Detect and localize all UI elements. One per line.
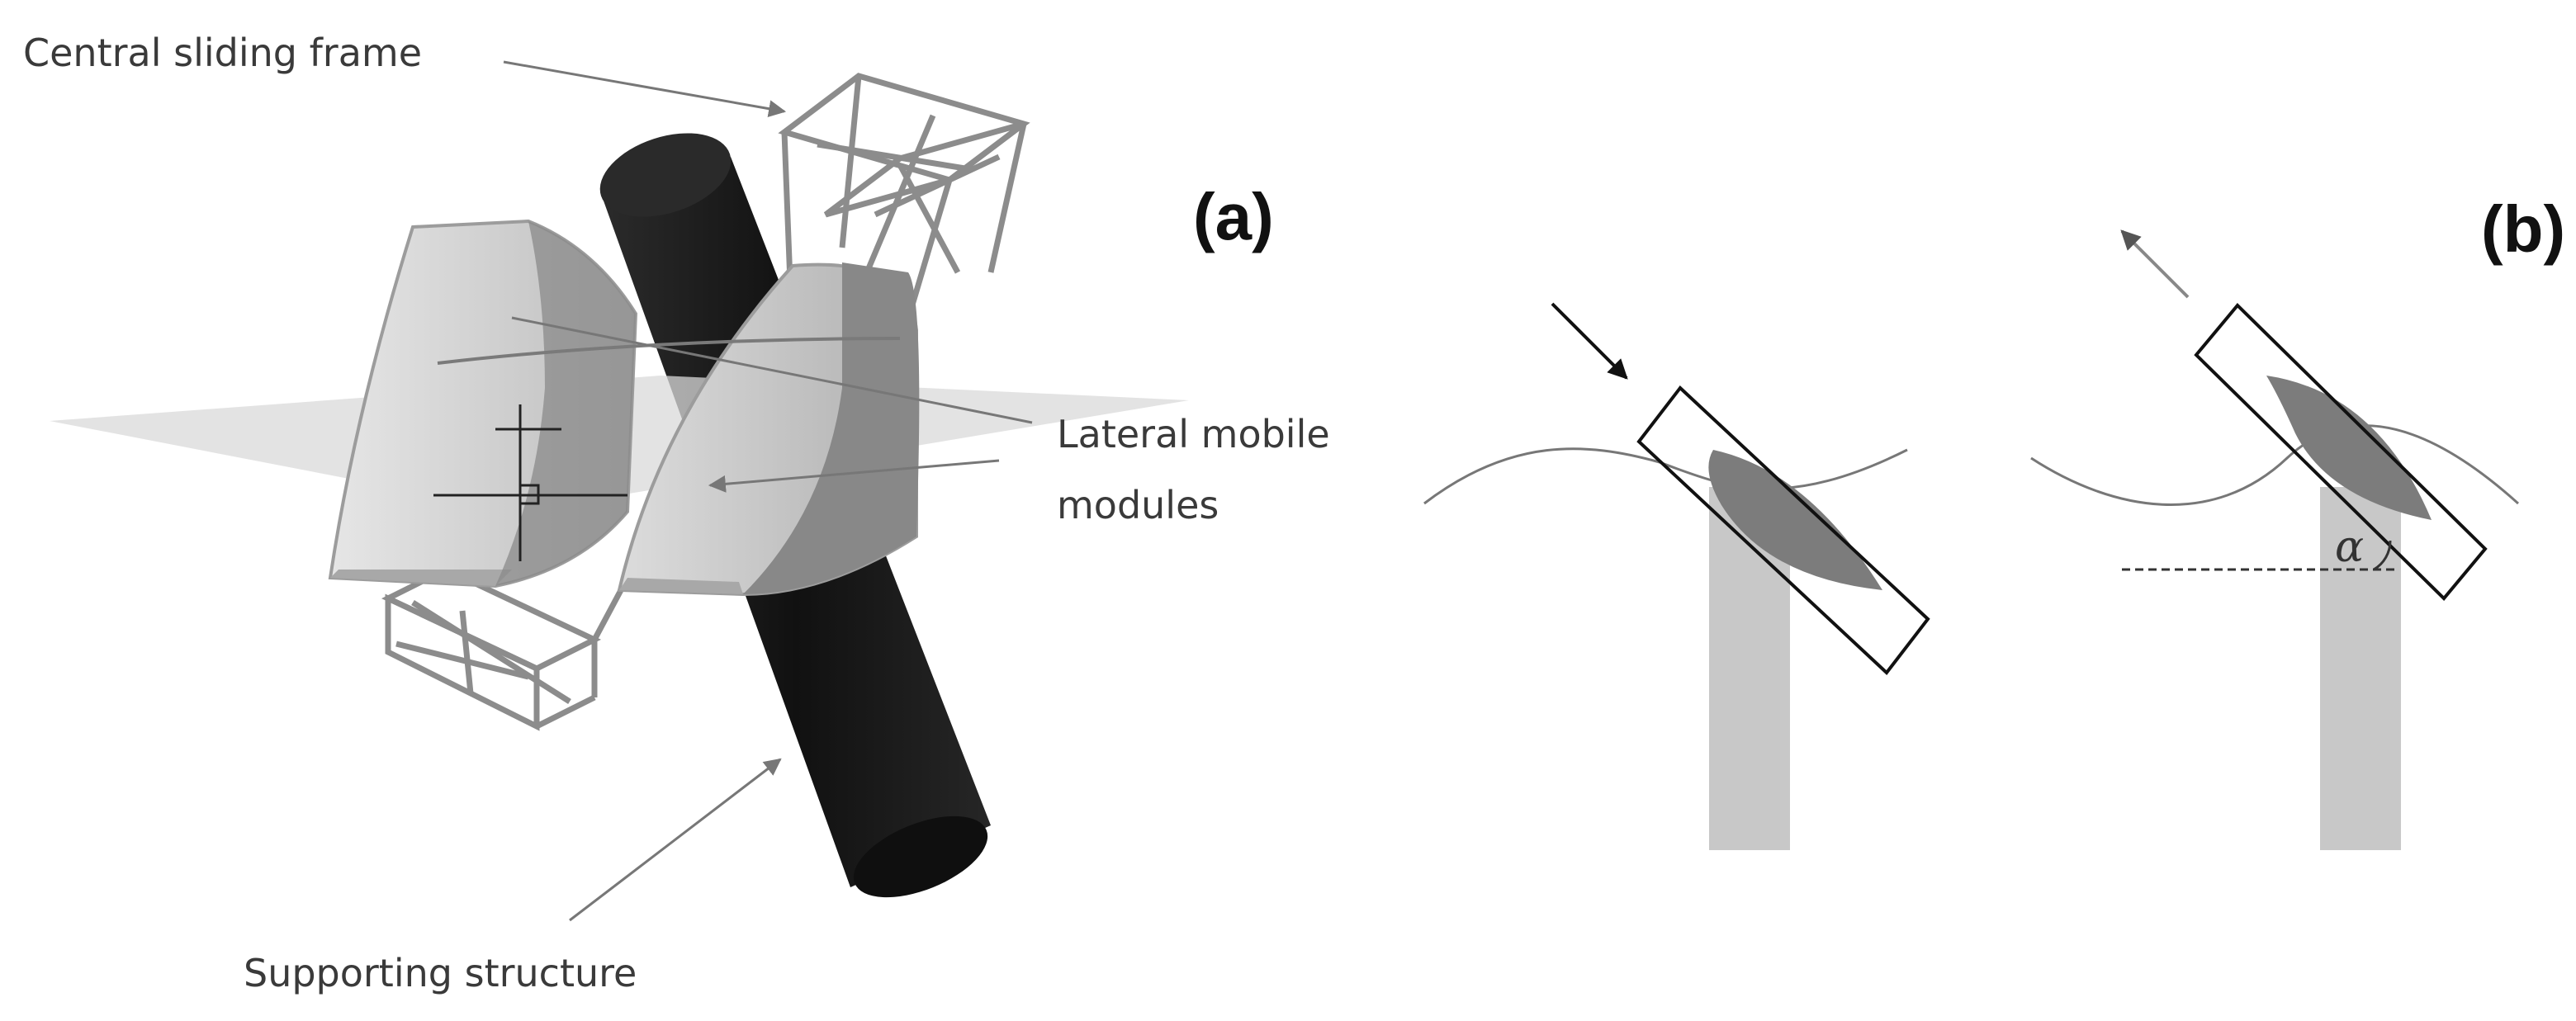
central-frame-callout-arrow [503,60,787,118]
lateral-modules-callout-line [511,316,1033,424]
angle-arc [2373,540,2392,571]
panel-b-label: (b) [2481,192,2565,266]
leaf-right [2266,376,2432,520]
insertion-arrow [1551,302,1628,380]
left-lateral-module [328,219,638,588]
angle-alpha-label: α [2335,522,2364,572]
supporting-structure-callout-arrow [569,758,782,922]
supporting-structure-label: Supporting structure [244,951,637,995]
extraction-arrow [2120,229,2190,299]
lateral-mobile-modules-label-line1: Lateral mobile [1057,412,1330,456]
lateral-modules-callout-arrow [708,459,1000,493]
leaf-left [1708,450,1882,590]
panel-a: Central sliding frame Lateral mobile mod… [23,31,1330,995]
panel-a-label: (a) [1193,180,1274,253]
wave-line-left [1423,447,1908,505]
central-sliding-frame-label: Central sliding frame [23,31,422,75]
lateral-mobile-modules-label-line2: modules [1057,483,1219,527]
central-sliding-frame-upper [778,73,1030,347]
wave-line-right [2030,424,2520,506]
panel-b-right: α [2030,229,2520,850]
cable-line [437,337,901,365]
board-left [1636,385,1930,675]
panel-b-left [1423,302,1930,850]
support-bar-right [2320,487,2401,850]
panel-b: α (b) [1423,192,2565,850]
right-lateral-module [617,262,920,597]
board-right [2194,303,2488,601]
